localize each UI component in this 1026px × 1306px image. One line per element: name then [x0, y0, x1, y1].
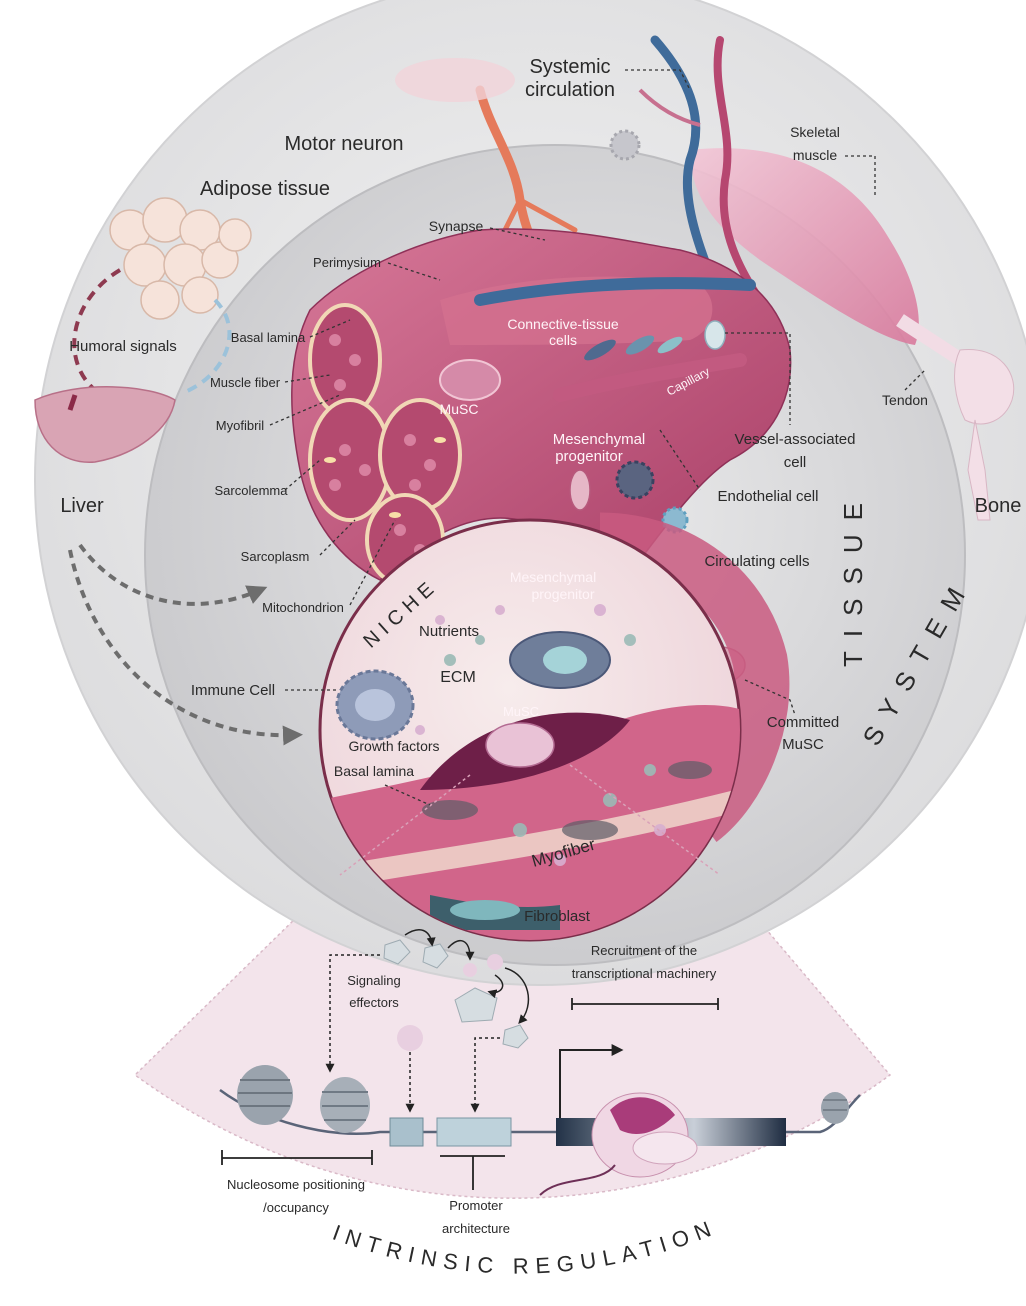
label-fibroblast: Fibroblast — [524, 908, 591, 925]
label-tissue-musc: MuSC — [440, 401, 479, 417]
label-niche-mesenchymal-1: Mesenchymal — [510, 569, 596, 585]
nucleosome-1 — [237, 1065, 293, 1125]
label-systemic-2: circulation — [525, 79, 615, 101]
label-tendon: Tendon — [882, 392, 928, 408]
label-mesenchymal-1: Mesenchymal — [553, 431, 646, 448]
label-recruitment-1: Recruitment of the — [591, 943, 697, 958]
label-endothelial: Endothelial cell — [718, 488, 819, 505]
label-adipose-tissue: Adipose tissue — [200, 178, 330, 200]
label-mitochondrion: Mitochondrion — [262, 600, 344, 615]
label-motor-neuron: Motor neuron — [285, 133, 404, 155]
label-synapse: Synapse — [429, 218, 484, 234]
intrinsic-title: INTRINSIC REGULATION — [329, 1214, 720, 1279]
vessel-associated-cell — [705, 321, 725, 349]
label-niche-basal-lamina: Basal lamina — [334, 763, 414, 779]
label-signaling-2: effectors — [349, 995, 399, 1010]
label-myofibril: Myofibril — [216, 418, 265, 433]
promoter-element-2 — [437, 1118, 511, 1146]
label-nutrients: Nutrients — [419, 623, 479, 640]
label-connective-2: cells — [549, 332, 577, 348]
motor-neuron-soma — [395, 58, 515, 102]
label-promoter-2: architecture — [442, 1221, 510, 1236]
intrinsic-title-text: INTRINSIC REGULATION — [329, 1214, 720, 1279]
tissue-mesenchymal-cell — [570, 470, 590, 510]
label-niche-mesenchymal-2: progenitor — [531, 586, 594, 602]
label-mesenchymal-2: progenitor — [555, 448, 623, 465]
label-vessel-associated-1: Vessel-associated — [735, 431, 856, 448]
signaling-sphere-1 — [463, 963, 477, 977]
label-signaling-1: Signaling — [347, 973, 401, 988]
label-muscle-fiber: Muscle fiber — [210, 375, 281, 390]
nucleosome-2 — [320, 1077, 370, 1133]
signaling-sphere-3 — [397, 1025, 423, 1051]
label-circulating: Circulating cells — [704, 553, 809, 570]
label-bone: Bone — [975, 495, 1022, 517]
label-perimysium: Perimysium — [313, 255, 381, 270]
label-nucleosome-2: /occupancy — [263, 1200, 329, 1215]
label-skeletal-1: Skeletal — [790, 124, 840, 140]
label-promoter-1: Promoter — [449, 1198, 503, 1213]
tissue-musc-cell — [440, 360, 500, 400]
label-growth-factors: Growth factors — [348, 738, 439, 754]
label-recruitment-2: transcriptional machinery — [572, 966, 717, 981]
promoter-element-1 — [390, 1118, 423, 1146]
label-nucleosome-1: Nucleosome positioning — [227, 1177, 365, 1192]
label-basal-lamina: Basal lamina — [231, 330, 306, 345]
nucleosome-3 — [821, 1092, 849, 1124]
label-ecm: ECM — [440, 669, 476, 686]
label-committed-1: Committed — [767, 714, 840, 731]
signaling-sphere-2 — [487, 954, 503, 970]
label-immune-cell: Immune Cell — [191, 682, 275, 699]
label-connective-1: Connective-tissue — [507, 316, 618, 332]
tissue-title-group: TISSUE — [838, 489, 868, 667]
label-skeletal-2: muscle — [793, 147, 838, 163]
label-niche-musc: MuSC — [503, 704, 539, 719]
label-vessel-associated-2: cell — [784, 454, 807, 471]
label-committed-2: MuSC — [782, 736, 824, 753]
label-systemic-1: Systemic — [529, 56, 610, 78]
tissue-title: TISSUE — [838, 489, 868, 667]
label-humoral-signals: Humoral signals — [69, 338, 177, 355]
label-liver: Liver — [60, 495, 104, 517]
label-sarcoplasm: Sarcoplasm — [241, 549, 310, 564]
label-sarcolemma: Sarcolemma — [215, 483, 289, 498]
